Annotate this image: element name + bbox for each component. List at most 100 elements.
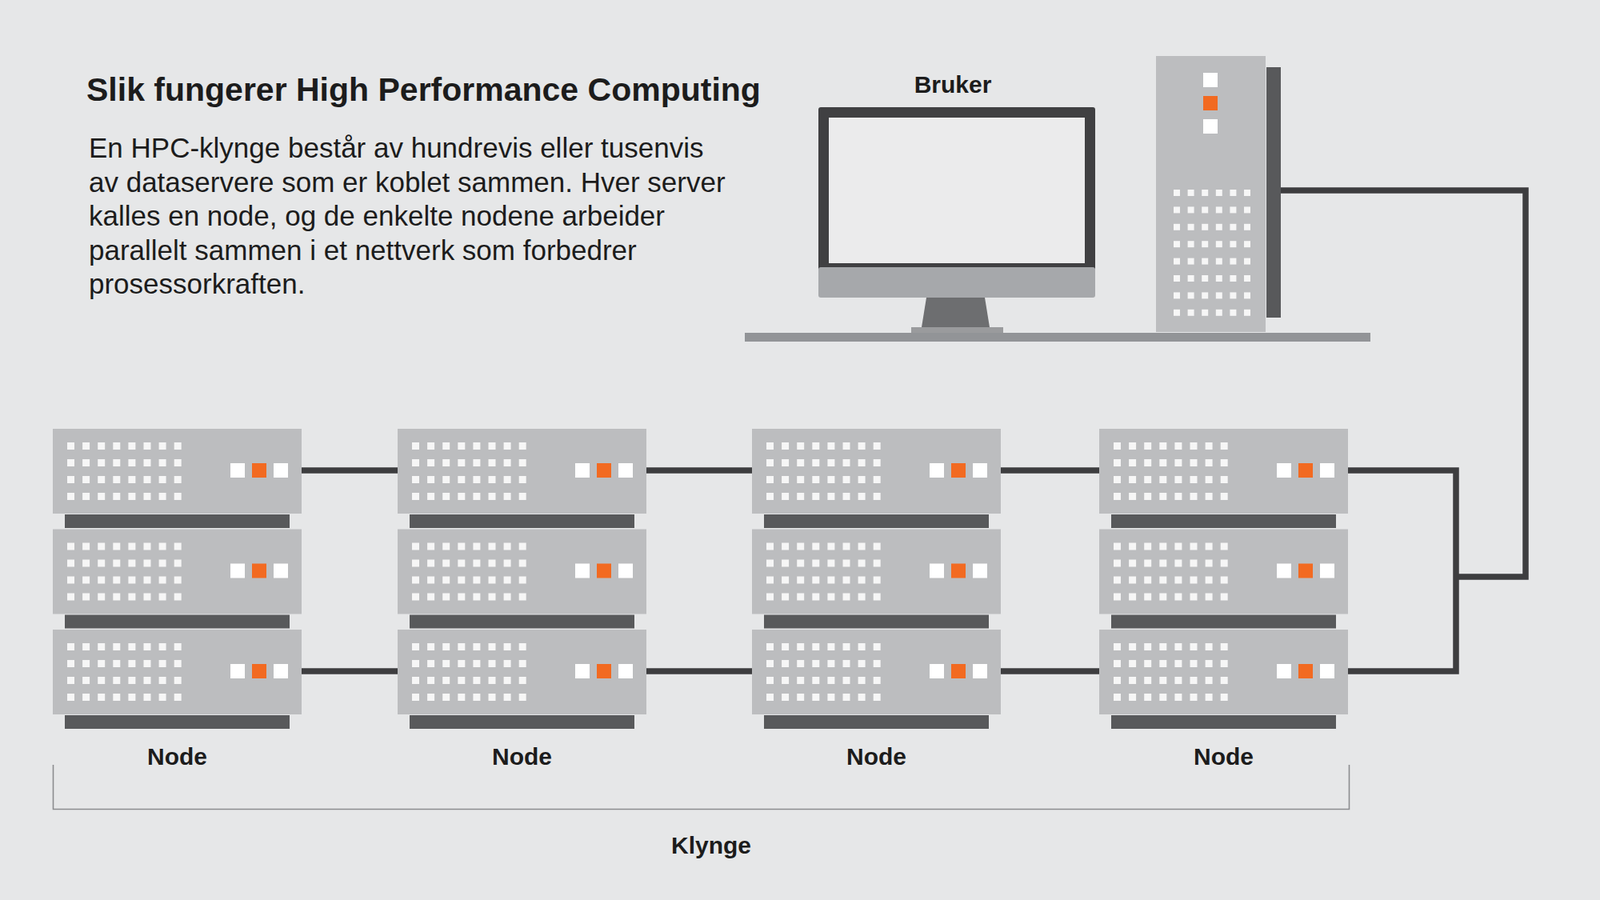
vent-hole	[519, 660, 527, 668]
indicator-light	[972, 564, 988, 579]
vent-hole	[67, 492, 75, 500]
vent-hole	[812, 660, 820, 668]
server-body	[52, 529, 302, 615]
indicator-light	[951, 564, 966, 579]
vent-hole	[144, 676, 152, 684]
vent-hole	[858, 560, 866, 568]
monitor-screen	[828, 117, 1085, 264]
vent-hole	[1159, 442, 1167, 450]
vent-hole	[1229, 189, 1236, 196]
vent-hole	[1244, 292, 1251, 299]
vent-hole	[159, 693, 167, 701]
vent-hole	[1128, 459, 1136, 467]
vent-hole	[858, 660, 866, 668]
vent-hole	[1188, 309, 1195, 316]
vent-hole	[144, 660, 152, 668]
vent-hole	[97, 442, 105, 450]
indicator-light	[575, 564, 590, 579]
vent-hole	[843, 492, 851, 500]
monitor-base	[911, 327, 1004, 333]
vent-hole	[1113, 676, 1121, 684]
vent-hole	[82, 442, 90, 450]
indicator-light	[1320, 564, 1335, 579]
vent-hole	[504, 560, 512, 568]
indicator-light	[1298, 664, 1313, 679]
vent-hole	[1144, 543, 1152, 551]
vent-hole	[159, 492, 167, 500]
vent-hole	[1144, 593, 1152, 601]
server-body	[752, 529, 1001, 615]
vent-hole	[128, 543, 136, 551]
vent-hole	[1173, 240, 1180, 248]
vent-hole	[427, 543, 435, 551]
vent-hole	[112, 693, 120, 701]
vent-hole	[427, 693, 435, 701]
node-label: Node	[397, 742, 647, 772]
vent-hole	[67, 459, 75, 467]
vent-hole	[1201, 309, 1208, 316]
vent-hole	[1229, 309, 1236, 316]
vent-hole	[796, 576, 804, 584]
indicator-lights	[230, 564, 288, 579]
vent-hole	[1174, 660, 1182, 668]
desk	[744, 332, 1371, 342]
vent-hole	[112, 543, 120, 551]
indicator-light	[618, 564, 633, 579]
vent-hole	[1244, 258, 1251, 265]
vent-hole	[781, 459, 789, 467]
vent-hole	[112, 676, 120, 684]
vent-hole	[781, 492, 789, 500]
vent-hole	[1216, 275, 1223, 282]
vent-hole	[1174, 543, 1182, 551]
server-body	[52, 428, 302, 514]
vent-hole	[1113, 492, 1121, 500]
vent-hole	[144, 693, 152, 701]
vent-hole	[144, 476, 152, 484]
indicator-light	[273, 564, 288, 579]
tower-body	[1156, 56, 1266, 332]
vent-hole	[1113, 459, 1121, 467]
network-link	[1000, 668, 1100, 675]
vent-hole	[112, 643, 120, 651]
server-body	[397, 428, 647, 514]
user-computer: Bruker	[818, 56, 1281, 342]
vent-hole	[488, 492, 496, 500]
tower-side	[1266, 67, 1281, 318]
indicator-light	[596, 664, 612, 679]
vent-hole	[457, 576, 465, 584]
vent-hole	[488, 543, 496, 551]
vent-hole	[812, 442, 820, 450]
vent-hole	[781, 560, 789, 568]
indicator-light	[596, 564, 612, 579]
vent-hole	[97, 660, 105, 668]
vent-hole	[412, 492, 420, 500]
vent-hole	[796, 660, 804, 668]
vent-grid	[1173, 189, 1251, 316]
vent-hole	[1159, 576, 1167, 584]
vent-hole	[1190, 660, 1198, 668]
indicator-light	[1320, 664, 1335, 679]
vent-hole	[519, 643, 527, 651]
vent-hole	[1174, 442, 1182, 450]
vent-hole	[1244, 224, 1251, 231]
vent-hole	[796, 560, 804, 568]
vent-hole	[873, 492, 881, 500]
vent-hole	[1216, 292, 1223, 299]
vent-hole	[858, 643, 866, 651]
vent-hole	[1205, 459, 1213, 467]
vent-hole	[442, 693, 450, 701]
vent-hole	[504, 476, 512, 484]
server-base	[409, 514, 635, 528]
indicator-lights	[1276, 564, 1335, 579]
node-label: Node	[1099, 742, 1348, 772]
vent-hole	[1188, 275, 1195, 282]
server-base	[1111, 715, 1336, 729]
server-unit	[1099, 629, 1348, 729]
vent-hole	[1128, 643, 1136, 651]
indicator-lights	[929, 463, 988, 478]
vent-hole	[1229, 206, 1236, 213]
vent-hole	[1159, 476, 1167, 484]
vent-hole	[1220, 442, 1228, 450]
vent-grid	[1113, 442, 1228, 500]
vent-hole	[1205, 676, 1213, 684]
